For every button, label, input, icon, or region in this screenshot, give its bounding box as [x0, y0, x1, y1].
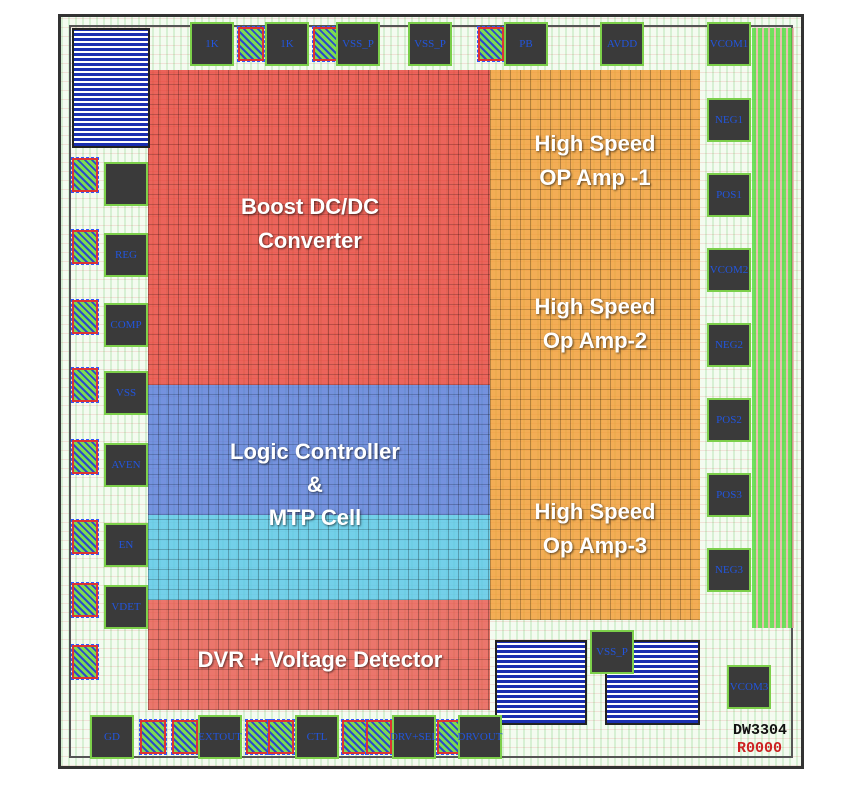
opamp3-label: High Speed Op Amp-3: [534, 499, 656, 559]
boost-converter-block: [148, 70, 490, 385]
pad-top: 1K: [265, 22, 309, 66]
boost-label: Boost DC/DC Converter: [240, 194, 380, 254]
pad-center: VSS_P: [590, 630, 634, 674]
esd-cell: [71, 157, 99, 193]
esd-cell: [341, 719, 369, 755]
esd-cell: [237, 26, 265, 62]
esd-cell: [139, 719, 167, 755]
pad-top: AVDD: [600, 22, 644, 66]
esd-cell: [71, 299, 99, 335]
esd-cell: [71, 519, 99, 555]
pad-right: POS1: [707, 173, 751, 217]
logic-label: Logic Controller & MTP Cell: [230, 439, 400, 530]
chip-marking-line2: R0000: [737, 740, 783, 757]
pad-right: VCOM3: [727, 665, 771, 709]
pad-top: VSS_P: [408, 22, 452, 66]
pad-left: [104, 162, 148, 206]
esd-cell: [71, 229, 99, 265]
pad-right: VCOM2: [707, 248, 751, 292]
dvr-label: DVR + Voltage Detector: [197, 647, 443, 672]
pad-bottom: GD: [90, 715, 134, 759]
pad-left: AVEN: [104, 443, 148, 487]
pad-left: VSS: [104, 371, 148, 415]
esd-cell: [171, 719, 199, 755]
esd-cell: [477, 26, 505, 62]
pad-left: VDET: [104, 585, 148, 629]
esd-cell: [71, 439, 99, 475]
right-esd-column: [752, 28, 794, 628]
pad-right: POS3: [707, 473, 751, 517]
pad-right: NEG2: [707, 323, 751, 367]
chip-marking-line1: DW3304: [733, 722, 788, 739]
top-left-array: [72, 28, 150, 148]
logic-controller-block: [148, 385, 490, 515]
esd-cell: [365, 719, 393, 755]
pad-left: COMP: [104, 303, 148, 347]
pad-right: POS2: [707, 398, 751, 442]
esd-cell: [267, 719, 295, 755]
pad-right: NEG1: [707, 98, 751, 142]
pad-top: VCOM1: [707, 22, 751, 66]
pad-bottom: DRVOUT: [458, 715, 502, 759]
pad-bottom: CTL: [295, 715, 339, 759]
esd-cell: [71, 644, 99, 680]
pad-top: 1K: [190, 22, 234, 66]
pad-left: EN: [104, 523, 148, 567]
mtp-cell-block: [148, 515, 490, 600]
pad-bottom: EXTOUT: [198, 715, 242, 759]
opamp-block: [490, 70, 700, 620]
esd-cell: [245, 719, 273, 755]
esd-cell: [71, 582, 99, 618]
opamp2-label: High Speed Op Amp-2: [534, 294, 656, 354]
pad-left: REG: [104, 233, 148, 277]
pad-right: NEG3: [707, 548, 751, 592]
pad-bottom: DRV+SEL: [390, 715, 438, 759]
dvr-detector-block: [148, 600, 490, 710]
esd-cell: [71, 367, 99, 403]
memory-array-left: [495, 640, 587, 725]
pad-top: PB: [504, 22, 548, 66]
pad-top: VSS_P: [336, 22, 380, 66]
opamp1-label: High Speed OP Amp -1: [534, 131, 656, 191]
